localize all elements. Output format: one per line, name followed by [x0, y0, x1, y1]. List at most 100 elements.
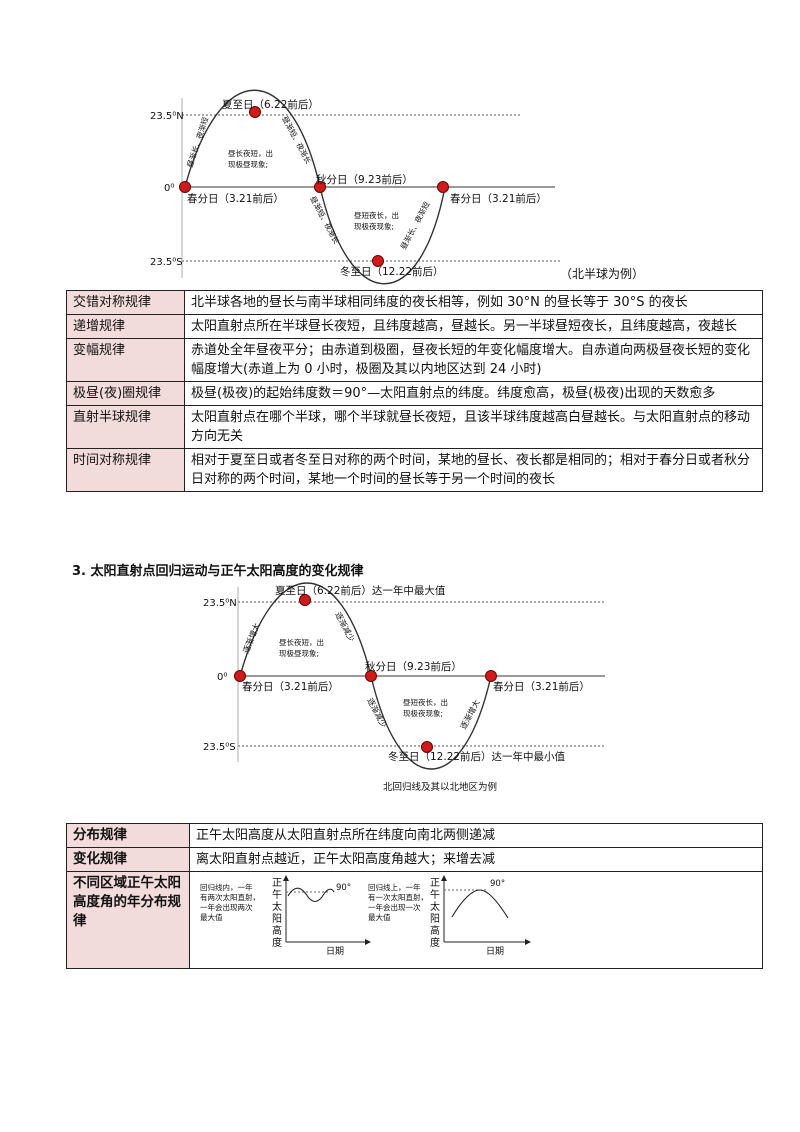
table-row: 交错对称规律北半球各地的昼长与南半球相同纬度的夜长相等，例如 30°N 的昼长等… — [66, 290, 763, 315]
table-row: 极昼(夜)圈规律极昼(极夜)的起始纬度数＝90°—太阳直射点的纬度。纬度愈高，极… — [66, 381, 763, 406]
summer-solstice-point — [249, 106, 261, 118]
table-row: 变化规律离太阳直射点越近，正午太阳高度角越大；来增去减 — [66, 847, 763, 872]
g2-note-3: 一年会出现一次 — [368, 902, 421, 912]
note-bot-2: 现极夜现象; — [403, 708, 443, 718]
g2-x-arrow — [525, 939, 531, 945]
day-night-rules-table: 交错对称规律北半球各地的昼长与南半球相同纬度的夜长相等，例如 30°N 的昼长等… — [66, 290, 763, 492]
g1-ylab-1: 正 — [272, 878, 282, 889]
note-top-2: 现极昼现象; — [228, 159, 268, 169]
curve-label-3: 昼渐短、夜渐长 — [308, 194, 342, 245]
g1-ylab-5: 高 — [272, 924, 282, 937]
spring-right-label: 春分日（3.21前后） — [450, 192, 547, 205]
g1-ylab-3: 太 — [272, 900, 282, 913]
table-row: 直射半球规律太阳直射点在哪个半球，哪个半球就昼长夜短，且该半球纬度越高白昼越长。… — [66, 405, 763, 449]
g2-ylab-2: 午 — [430, 888, 440, 901]
g2-ylab-1: 正 — [430, 878, 440, 889]
summer-label: 夏至日（6.22前后） — [222, 98, 319, 111]
table-row: 不同区域正午太阳高度角的年分布规律 回归线内，一年 有两次太阳直射， 一年会出现… — [66, 871, 763, 969]
g2-note-4: 最大值 — [368, 912, 391, 922]
summer-solstice-point — [299, 594, 311, 606]
curve-label-4: 逐渐增大 — [458, 698, 482, 731]
curve-label-1: 逐渐增大 — [241, 621, 262, 654]
g1-xlab: 日期 — [326, 946, 344, 957]
rule-content: 极昼(极夜)的起始纬度数＝90°—太阳直射点的纬度。纬度愈高，极昼(极夜)出现的… — [184, 381, 763, 406]
day-length-diagram: 23.5⁰N 0⁰ 23.5⁰S 夏至日（6.22前后） 秋分日（9.23前后）… — [150, 89, 644, 285]
spring-right-label: 春分日（3.21前后） — [493, 680, 590, 693]
g2-ylab-4: 阳 — [430, 913, 440, 925]
lat-s-label: 23.5⁰S — [203, 742, 236, 753]
autumn-label: 秋分日（9.23前后） — [365, 660, 462, 673]
rule-title: 时间对称规律 — [66, 448, 185, 492]
g2-ylab-6: 度 — [430, 936, 440, 949]
diagram2-caption: 北回归线及其以北地区为例 — [383, 781, 497, 793]
winter-label: 冬至日（12.22前后） — [340, 265, 444, 278]
g1-deg: 90° — [336, 883, 351, 893]
rule-content: 正午太阳高度从太阳直射点所在纬度向南北两侧递减 — [189, 823, 763, 848]
autumn-equinox-point — [365, 670, 377, 682]
curve-label-1: 昼渐长、夜渐短 — [184, 115, 210, 168]
g2-note-2: 有一次太阳直射， — [368, 892, 428, 902]
lat-s-label: 23.5⁰S — [150, 257, 183, 268]
g2-ylab-3: 太 — [430, 900, 440, 913]
g1-note-1: 回归线内，一年 — [200, 882, 253, 892]
g2-note-1: 回归线上，一年 — [368, 882, 421, 892]
curve-label-4: 昼渐长、夜渐短 — [398, 199, 432, 250]
table-row: 时间对称规律相对于夏至日或者冬至日对称的两个时间，某地的昼长、夜长都是相同的；相… — [66, 448, 763, 492]
g2-xlab: 日期 — [486, 946, 504, 957]
noon-sun-height-diagram: 23.5⁰N 0⁰ 23.5⁰S 夏至日（6.22前后）达一年中最大值 秋分日（… — [203, 582, 605, 793]
spring-equinox-point-2 — [437, 181, 449, 193]
rule-content: 相对于夏至日或者冬至日对称的两个时间，某地的昼长、夜长都是相同的；相对于春分日或… — [184, 448, 763, 492]
summer-label: 夏至日（6.22前后）达一年中最大值 — [275, 584, 446, 597]
g1-ylab-4: 阳 — [272, 913, 282, 925]
lat-0-label: 0⁰ — [164, 183, 174, 194]
rule-title: 分布规律 — [66, 823, 190, 848]
autumn-label: 秋分日（9.23前后） — [316, 173, 413, 186]
g2-curve — [451, 889, 509, 919]
spring-left-label: 春分日（3.21前后） — [242, 680, 339, 693]
rule-content: 北半球各地的昼长与南半球相同纬度的夜长相等，例如 30°N 的昼长等于 30°S… — [184, 290, 763, 315]
diagram1-caption: （北半球为例） — [560, 267, 644, 281]
g1-ylab-2: 午 — [272, 888, 282, 901]
spring-equinox-point — [179, 181, 191, 193]
table-row: 递增规律太阳直射点所在半球昼长夜短，且纬度越高，昼越长。另一半球昼短夜长，且纬度… — [66, 314, 763, 339]
note-bot-1: 昼短夜长，出 — [403, 697, 448, 707]
spring-equinox-point-2 — [485, 670, 497, 682]
rule-title: 直射半球规律 — [66, 405, 185, 449]
rule-content: 离太阳直射点越近，正午太阳高度角越大；来增去减 — [189, 847, 763, 872]
table-row: 分布规律正午太阳高度从太阳直射点所在纬度向南北两侧递减 — [66, 823, 763, 848]
spring-equinox-point — [234, 670, 246, 682]
note-top-2: 现极昼现象; — [279, 648, 319, 658]
rule-title: 变化规律 — [66, 847, 190, 872]
lat-0-label: 0⁰ — [217, 672, 227, 683]
spring-left-label: 春分日（3.21前后） — [187, 192, 284, 205]
rule-title: 不同区域正午太阳高度角的年分布规律 — [66, 871, 190, 969]
section-heading: 3. 太阳直射点回归运动与正午太阳高度的变化规律 — [72, 564, 364, 579]
rule-content: 太阳直射点在哪个半球，哪个半球就昼长夜短，且该半球纬度越高白昼越长。与太阳直射点… — [184, 405, 763, 449]
g1-ylab-6: 度 — [272, 936, 282, 949]
note-top-1: 昼长夜短，出 — [279, 637, 324, 647]
g1-y-arrow — [283, 875, 289, 881]
lat-n-label: 23.5⁰N — [203, 598, 237, 609]
rule-title: 交错对称规律 — [66, 290, 185, 315]
g1-x-arrow — [365, 939, 371, 945]
rule-content: 赤道处全年昼夜平分；由赤道到极圈，昼夜长短的年变化幅度增大。自赤道向两极昼夜长短… — [184, 338, 763, 382]
note-bot-1: 昼短夜长，出 — [354, 210, 399, 220]
noon-height-graphs: 回归线内，一年 有两次太阳直射， 一年会出现两次 最大值 正 午 太 阳 高 度… — [200, 875, 531, 957]
g2-y-arrow — [441, 875, 447, 881]
g1-note-3: 一年会出现两次 — [200, 902, 253, 912]
winter-solstice-point — [372, 255, 384, 267]
g1-curve — [287, 887, 335, 903]
g2-deg: 90° — [490, 879, 505, 889]
note-bot-2: 现极夜现象; — [354, 221, 394, 231]
winter-label: 冬至日（12.22前后）达一年中最小值 — [388, 750, 566, 763]
g2-ylab-5: 高 — [430, 924, 440, 937]
lat-n-label: 23.5⁰N — [150, 111, 184, 122]
autumn-equinox-point — [314, 181, 326, 193]
rule-title: 递增规律 — [66, 314, 185, 339]
rule-content: 太阳直射点所在半球昼长夜短，且纬度越高，昼越长。另一半球昼短夜长，且纬度越高，夜… — [184, 314, 763, 339]
noon-sun-rules-table: 分布规律正午太阳高度从太阳直射点所在纬度向南北两侧递减 变化规律离太阳直射点越近… — [66, 823, 763, 969]
table-row: 变幅规律赤道处全年昼夜平分；由赤道到极圈，昼夜长短的年变化幅度增大。自赤道向两极… — [66, 338, 763, 382]
rule-title: 极昼(夜)圈规律 — [66, 381, 185, 406]
rule-content-graphs: 回归线内，一年 有两次太阳直射， 一年会出现两次 最大值 正 午 太 阳 高 度… — [189, 871, 763, 969]
g1-note-4: 最大值 — [200, 912, 223, 922]
